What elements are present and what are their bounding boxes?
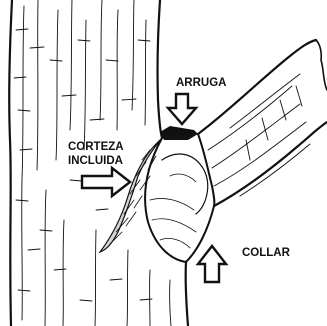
arrow-down-icon — [168, 94, 196, 124]
arrow-up-icon — [198, 246, 226, 282]
label-collar: COLLAR — [242, 247, 291, 259]
label-corteza-line2: INCLUIDA — [68, 155, 123, 167]
collar-ridges — [150, 174, 196, 248]
arrow-right-icon — [82, 168, 130, 196]
bark-ridge — [160, 126, 198, 140]
label-corteza-line1: CORTEZA — [68, 141, 124, 153]
label-arruga: ARRUGA — [176, 77, 226, 89]
branch — [198, 40, 327, 206]
